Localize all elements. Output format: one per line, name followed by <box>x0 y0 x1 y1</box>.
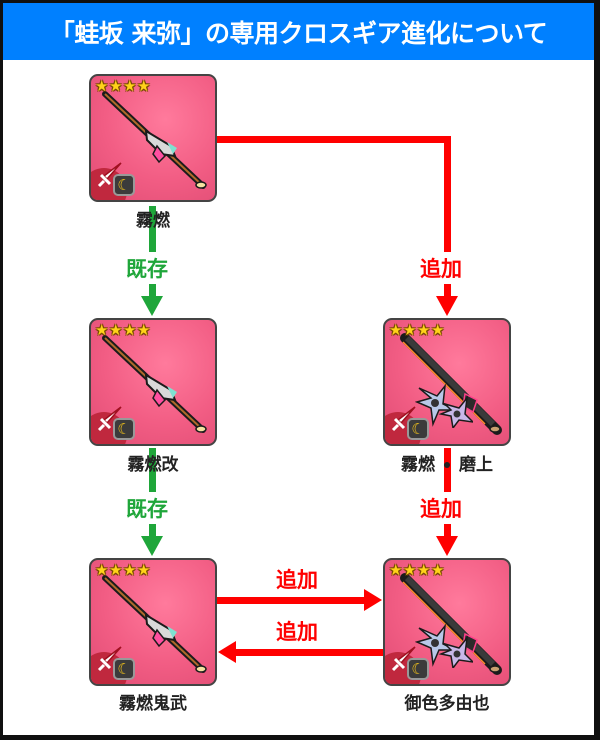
star-icon: ★ <box>95 561 109 579</box>
cross-gear-card-kirimoe-kibu[interactable]: ☾ ★ ★ ★ ★ <box>89 558 217 686</box>
added-arrow-head-right <box>364 589 382 611</box>
cross-gear-card-kirimoe-kai[interactable]: ☾ ★ ★ ★ ★ <box>89 318 217 446</box>
star-icon: ★ <box>95 321 109 339</box>
star-icon: ★ <box>109 77 123 95</box>
moon-icon: ☾ <box>113 174 135 196</box>
card-label-kirimoe-kibu: 霧燃鬼武 <box>119 694 187 714</box>
star-icon: ★ <box>417 561 431 579</box>
cross-gear-card-oiro-tayuya[interactable]: ☾ ★ ★ ★ ★ <box>383 558 511 686</box>
card-label-part-2: 磨上 <box>459 455 493 475</box>
star-icon: ★ <box>403 321 417 339</box>
star-icon: ★ <box>123 561 137 579</box>
star-icon: ★ <box>431 561 445 579</box>
card-label-kirimoe-kai: 霧燃改 <box>127 455 179 475</box>
shuriken-icon <box>415 624 473 668</box>
card-label-kirimoe: 霧燃 <box>136 211 170 231</box>
star-icon: ★ <box>137 561 151 579</box>
added-arrow-label-left: 追加 <box>276 620 318 644</box>
star-icon: ★ <box>123 77 137 95</box>
moon-icon: ☾ <box>113 418 135 440</box>
added-arrow-label-right: 追加 <box>276 568 318 592</box>
sword-icon <box>391 646 416 672</box>
star-icon: ★ <box>389 561 403 579</box>
added-arrow-line-vertical-1 <box>444 136 451 298</box>
star-icon: ★ <box>389 321 403 339</box>
rarity-stars: ★ ★ ★ ★ <box>389 561 445 579</box>
moon-icon: ☾ <box>407 418 429 440</box>
cross-gear-card-kirimoe-togiage[interactable]: ☾ ★ ★ ★ ★ <box>383 318 511 446</box>
sword-icon <box>391 406 416 432</box>
added-arrow-label-1: 追加 <box>418 252 464 284</box>
moon-icon: ☾ <box>113 658 135 680</box>
star-icon: ★ <box>417 321 431 339</box>
star-icon: ★ <box>109 321 123 339</box>
rarity-stars: ★ ★ ★ ★ <box>389 321 445 339</box>
added-arrow-line-horizontal-1 <box>217 136 451 143</box>
added-arrow-line-left <box>236 649 384 656</box>
cross-gear-card-kirimoe[interactable]: ☾ ★ ★ ★ ★ <box>89 74 217 202</box>
moon-icon: ☾ <box>407 658 429 680</box>
sword-icon <box>97 162 122 188</box>
star-icon: ★ <box>123 321 137 339</box>
spear-weapon-image <box>102 575 207 673</box>
added-arrow-head-1 <box>436 296 458 316</box>
existing-arrow-label-1: 既存 <box>124 252 170 284</box>
separator-dot <box>444 462 450 468</box>
star-icon: ★ <box>403 561 417 579</box>
existing-arrow-head-1 <box>141 296 163 316</box>
katana-weapon-image <box>400 333 502 435</box>
star-icon: ★ <box>95 77 109 95</box>
existing-arrow-head-2 <box>141 536 163 556</box>
rarity-stars: ★ ★ ★ ★ <box>95 561 151 579</box>
rarity-stars: ★ ★ ★ ★ <box>95 77 151 95</box>
card-label-oiro-tayuya: 御色多由也 <box>404 694 490 714</box>
rarity-stars: ★ ★ ★ ★ <box>95 321 151 339</box>
star-icon: ★ <box>109 561 123 579</box>
added-arrow-head-2 <box>436 536 458 556</box>
star-icon: ★ <box>137 77 151 95</box>
page-title: 「蛙坂 来弥」の専用クロスギア進化について <box>3 3 594 60</box>
shuriken-icon <box>415 384 473 428</box>
spear-weapon-image <box>102 91 207 189</box>
added-arrow-label-2: 追加 <box>418 492 464 524</box>
card-label-kirimoe-togiage: 霧燃 磨上 <box>347 450 547 475</box>
star-icon: ★ <box>431 321 445 339</box>
spear-weapon-image <box>102 335 207 433</box>
added-arrow-line-right <box>217 597 365 604</box>
card-label-part-1: 霧燃 <box>401 455 435 475</box>
existing-arrow-label-2: 既存 <box>124 492 170 524</box>
sword-icon <box>97 406 122 432</box>
sword-icon <box>97 646 122 672</box>
added-arrow-head-left <box>218 641 236 663</box>
star-icon: ★ <box>137 321 151 339</box>
